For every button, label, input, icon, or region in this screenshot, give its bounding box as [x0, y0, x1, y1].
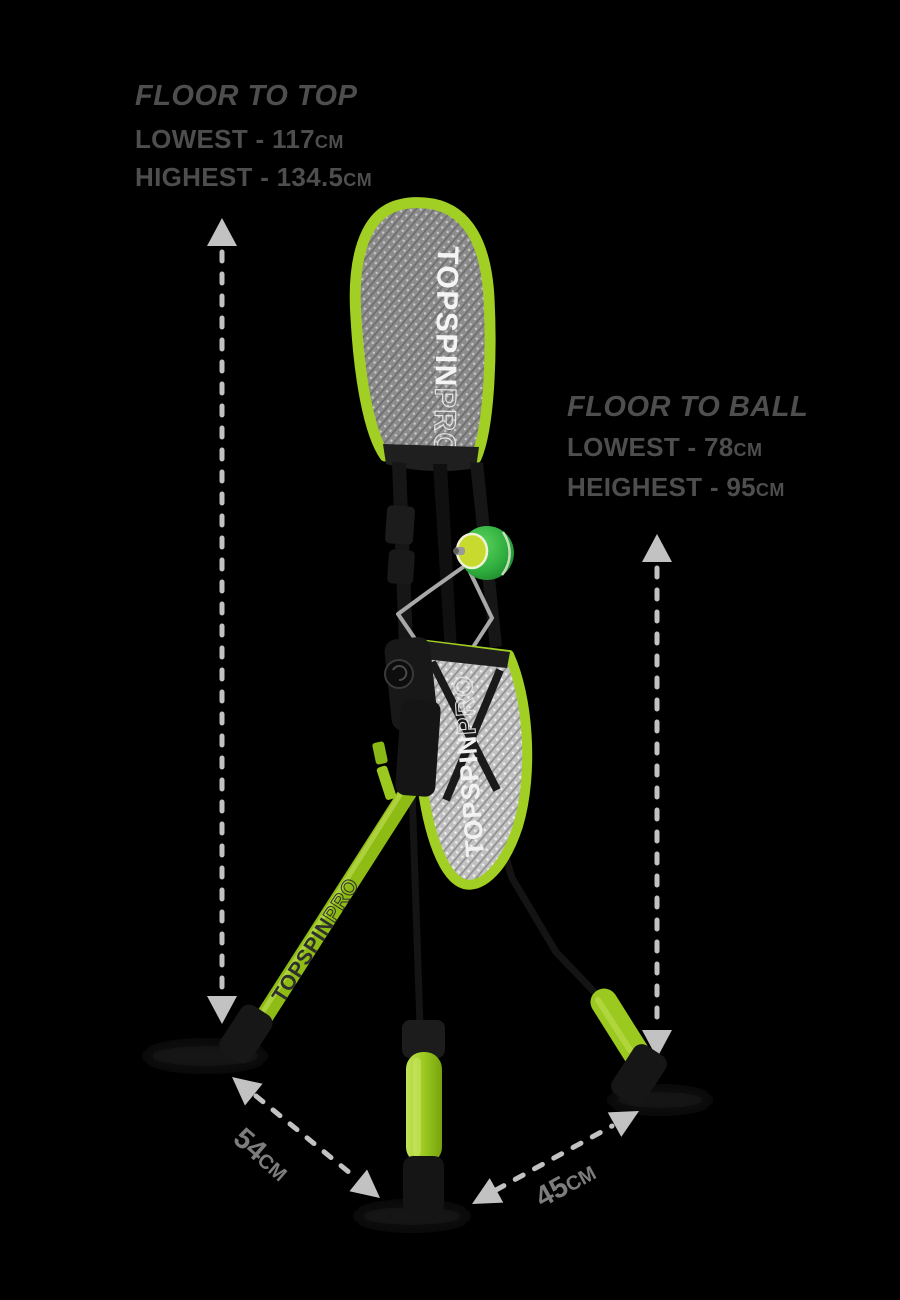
arrowhead-up-icon [642, 534, 672, 562]
adjustment-knob [384, 659, 414, 689]
spec-unit: CM [733, 440, 763, 460]
spec-value: HIGHEST - 134.5 [135, 162, 344, 192]
floor-to-ball-title: FLOOR TO BALL [567, 391, 809, 423]
hub-clamp [372, 637, 441, 800]
panel-brand-text: TOPSPINPRO [427, 246, 464, 458]
floor-to-ball-highest: HEIGHEST - 95CM [567, 472, 785, 503]
center-foot [403, 1156, 444, 1214]
arrowhead-down-icon [642, 1030, 672, 1058]
leg-brand-text: TOPSPINPRO [268, 874, 364, 1006]
floor-to-ball-arrow [642, 534, 672, 1058]
front-left-leg: TOPSPINPRO [219, 755, 435, 1064]
floor-to-top-lowest: LOWEST - 117CM [135, 124, 344, 155]
spec-value: HEIGHEST - 95 [567, 472, 756, 502]
arrowhead-down-icon [207, 996, 237, 1024]
spec-unit: CM [343, 170, 373, 190]
floor-to-top-title: FLOOR TO TOP [135, 80, 358, 112]
lower-panel-top-strap [415, 640, 510, 668]
floor-to-top-highest: HIGHEST - 134.5CM [135, 162, 372, 193]
floor-to-top-arrow [207, 218, 237, 1024]
left-foot [219, 1004, 273, 1064]
topspinpro-device: TOPSPINPRO [219, 197, 667, 1214]
arrowhead-upright-icon [607, 1111, 639, 1137]
arrowhead-upleft-icon [232, 1077, 263, 1106]
spec-value: LOWEST - 78 [567, 432, 734, 462]
center-leg-rod [408, 789, 424, 1027]
center-leg-collar [402, 1020, 445, 1058]
arrowhead-up-icon [207, 218, 237, 246]
arrowhead-downright-icon [349, 1169, 380, 1198]
base-depth-arrow [472, 1111, 639, 1204]
spec-value: LOWEST - 117 [135, 124, 315, 154]
panel-bottom-strap [383, 444, 479, 472]
rear-right-leg [590, 988, 667, 1106]
upper-mesh-panel: TOPSPINPRO [349, 197, 496, 472]
tennis-ball [453, 526, 514, 580]
spec-unit: CM [314, 132, 344, 152]
arrowhead-downleft-icon [472, 1178, 504, 1204]
ball-arm-wire [396, 563, 494, 660]
floor-to-ball-lowest: LOWEST - 78CM [567, 432, 763, 463]
spec-unit: CM [755, 480, 785, 500]
center-leg [402, 1020, 445, 1214]
base-width-arrow [232, 1077, 380, 1198]
right-foot [611, 1044, 667, 1106]
